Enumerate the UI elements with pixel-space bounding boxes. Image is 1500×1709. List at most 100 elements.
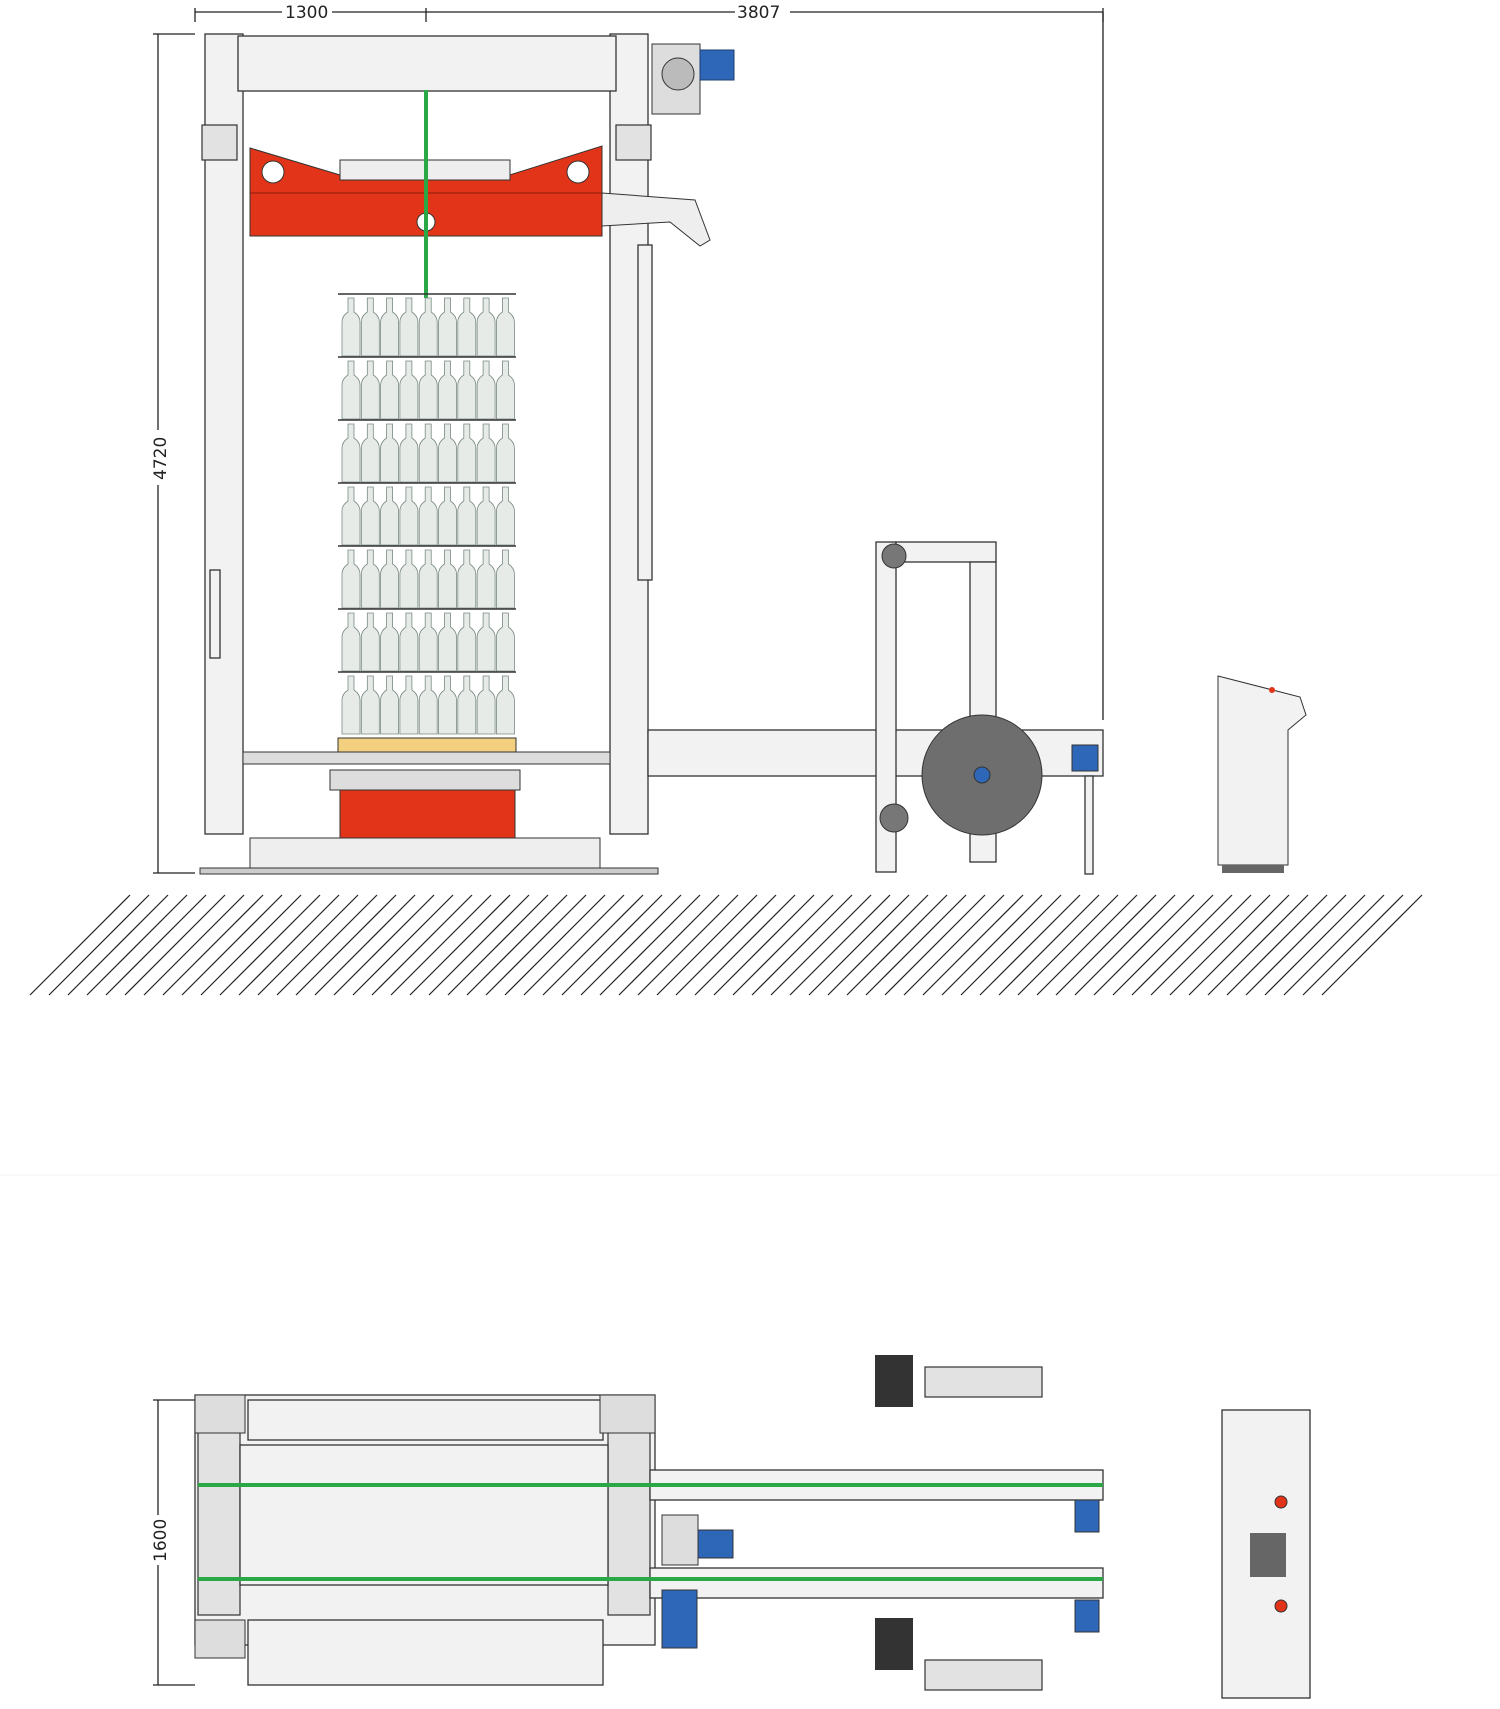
bottle bbox=[380, 675, 399, 735]
hatch-line bbox=[1055, 894, 1157, 996]
bottle bbox=[360, 675, 380, 735]
hatch-line bbox=[238, 894, 340, 996]
hatch-line bbox=[390, 894, 492, 996]
bottle bbox=[496, 549, 515, 609]
bottle bbox=[418, 549, 438, 609]
bottle bbox=[476, 612, 496, 672]
bottle bbox=[438, 297, 457, 357]
control-panel bbox=[1217, 675, 1307, 873]
bottle bbox=[341, 549, 361, 609]
bottle bbox=[418, 360, 438, 420]
hatch-line bbox=[523, 894, 625, 996]
hatch-line bbox=[409, 894, 511, 996]
hatch-line bbox=[1093, 894, 1195, 996]
bottle bbox=[341, 297, 361, 357]
bottle bbox=[438, 486, 457, 546]
bottle bbox=[438, 675, 457, 735]
bottle bbox=[418, 297, 438, 357]
bottle bbox=[496, 297, 515, 357]
portal-frame bbox=[201, 33, 653, 835]
lower-red-unit bbox=[199, 769, 659, 875]
hatch-line bbox=[124, 894, 226, 996]
plan-motor bbox=[661, 1514, 734, 1649]
bottle bbox=[496, 612, 515, 672]
hatch-line bbox=[1321, 894, 1423, 996]
hatch-line bbox=[67, 894, 169, 996]
hatch-line bbox=[903, 894, 1005, 996]
dimension-width: 1600 bbox=[148, 1399, 195, 1686]
bottle bbox=[380, 297, 399, 357]
hatch-line bbox=[1264, 894, 1366, 996]
hatch-line bbox=[1036, 894, 1138, 996]
hatch-line bbox=[276, 894, 378, 996]
hatch-line bbox=[846, 894, 948, 996]
hatch-line bbox=[105, 894, 207, 996]
bottle bbox=[418, 612, 438, 672]
bottle bbox=[380, 360, 399, 420]
bottle bbox=[360, 423, 380, 483]
dimension-3807: 3807 bbox=[737, 3, 780, 23]
hatch-line bbox=[941, 894, 1043, 996]
hatch-line bbox=[1131, 894, 1233, 996]
hatch-line bbox=[751, 894, 853, 996]
hatch-line bbox=[257, 894, 359, 996]
hatch-line bbox=[1226, 894, 1328, 996]
hatch-line bbox=[542, 894, 644, 996]
plan-dispensers bbox=[875, 1355, 1043, 1691]
dimension-1300: 1300 bbox=[285, 3, 328, 23]
bottle bbox=[399, 549, 419, 609]
portal-plan bbox=[194, 1394, 656, 1686]
bottle bbox=[341, 486, 361, 546]
bottle bbox=[457, 297, 477, 357]
hatch-line bbox=[1207, 894, 1309, 996]
hatch-line bbox=[295, 894, 397, 996]
bottle bbox=[457, 612, 477, 672]
bottle bbox=[360, 360, 380, 420]
hatch-line bbox=[352, 894, 454, 996]
hatch-line bbox=[1283, 894, 1385, 996]
hatch-line bbox=[314, 894, 416, 996]
hatch-line bbox=[485, 894, 587, 996]
hatch-line bbox=[219, 894, 321, 996]
hatch-line bbox=[979, 894, 1081, 996]
bottle bbox=[476, 675, 496, 735]
hatch-line bbox=[86, 894, 188, 996]
hatch-line bbox=[808, 894, 910, 996]
bottle bbox=[360, 549, 380, 609]
hatch-line bbox=[960, 894, 1062, 996]
hatch-line bbox=[447, 894, 549, 996]
dimension-4720: 4720 bbox=[151, 437, 171, 480]
hatch-line bbox=[580, 894, 682, 996]
bottle bbox=[476, 423, 496, 483]
bottle bbox=[341, 675, 361, 735]
bottle bbox=[399, 360, 419, 420]
dimension-height: 4720 bbox=[148, 33, 195, 874]
bottle bbox=[399, 675, 419, 735]
hatch-line bbox=[1017, 894, 1119, 996]
hatch-line bbox=[1112, 894, 1214, 996]
plan-control-panel bbox=[1221, 1409, 1311, 1699]
hatch-line bbox=[865, 894, 967, 996]
bottle bbox=[457, 675, 477, 735]
bottle bbox=[457, 486, 477, 546]
floor-hatch bbox=[29, 894, 1423, 996]
bottle bbox=[399, 612, 419, 672]
hatch-line bbox=[732, 894, 834, 996]
bottle bbox=[380, 612, 399, 672]
hatch-line bbox=[504, 894, 606, 996]
bottle bbox=[438, 549, 457, 609]
bottle bbox=[496, 423, 515, 483]
elevation-view: 1300 3807 4720 bbox=[29, 2, 1423, 996]
bottle bbox=[438, 360, 457, 420]
hatch-line bbox=[1169, 894, 1271, 996]
bottle bbox=[496, 675, 515, 735]
bottle bbox=[457, 360, 477, 420]
hatch-line bbox=[371, 894, 473, 996]
bottle bbox=[399, 486, 419, 546]
bottle bbox=[341, 360, 361, 420]
bottle bbox=[457, 423, 477, 483]
hatch-line bbox=[200, 894, 302, 996]
bottle bbox=[496, 360, 515, 420]
hatch-line bbox=[162, 894, 264, 996]
hatch-line bbox=[428, 894, 530, 996]
